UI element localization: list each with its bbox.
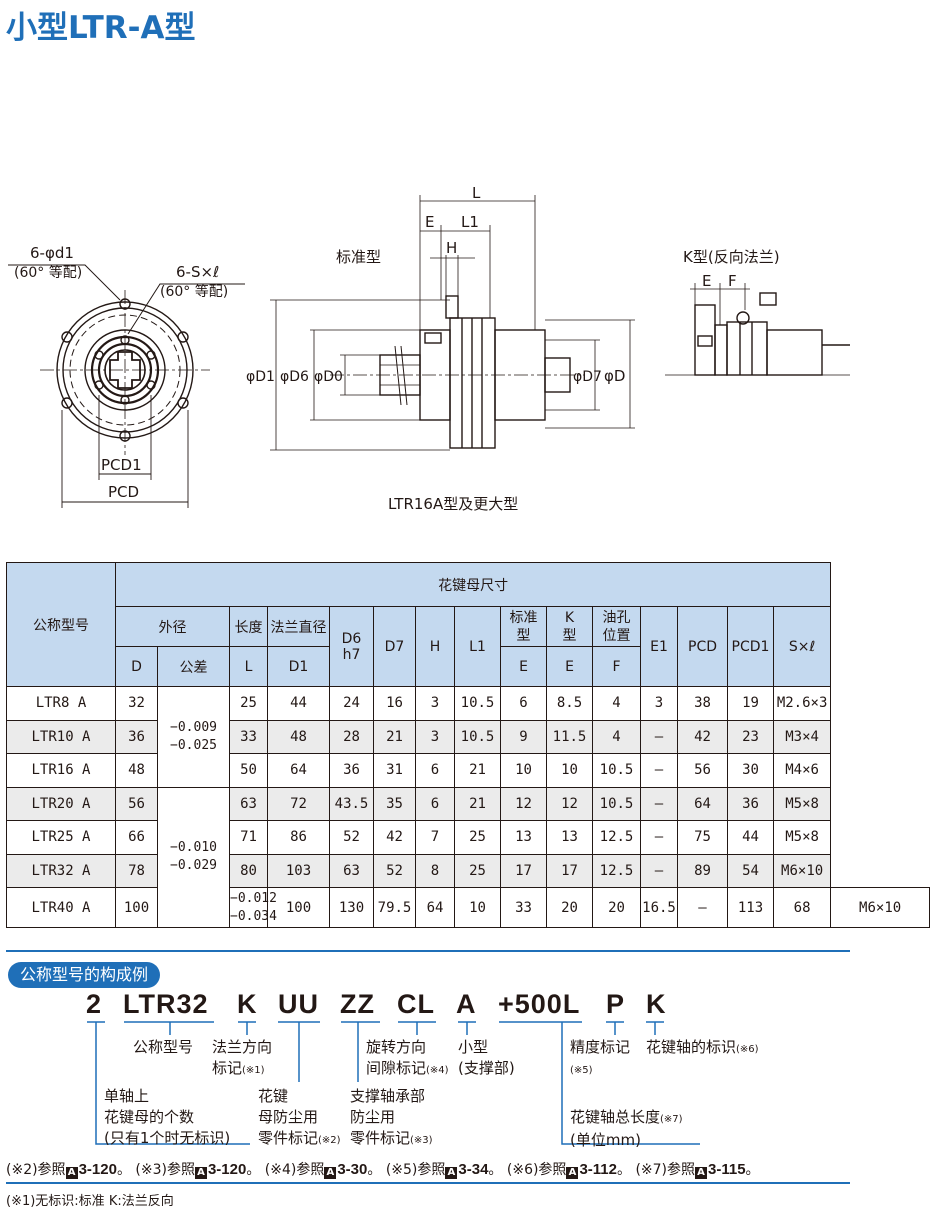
label-accuracy: 精度标记(※5) — [570, 1038, 631, 1076]
front-label-6d1-note: (60° 等配) — [14, 264, 82, 281]
header-D1: D1 — [267, 646, 330, 687]
side-caption: LTR16A型及更大型 — [388, 495, 518, 513]
front-view — [8, 264, 245, 508]
header-PCD: PCD — [677, 606, 728, 687]
technical-drawing: 6-φd1 (60° 等配) 6-S×ℓ (60° 等配) PCD1 PCD 标… — [8, 184, 850, 513]
section-rule — [6, 950, 850, 952]
front-label-6s-note: (60° 等配) — [160, 283, 228, 300]
header-L1: L1 — [454, 606, 501, 687]
label-bearing-seal: 支撑轴承部防尘用零件标记(※3) — [350, 1087, 433, 1147]
code-length: +500L — [498, 989, 581, 1019]
header-model: 公称型号 — [6, 562, 116, 687]
k-type-dim-E: E — [702, 272, 711, 290]
side-dim-E: E — [425, 213, 434, 231]
code-seal: UU — [278, 989, 319, 1019]
side-dim-L1: L1 — [461, 213, 479, 231]
side-dim-D6: φD6 — [280, 369, 309, 385]
code-bearing-seal: ZZ — [340, 989, 375, 1019]
header-D7: D7 — [373, 606, 416, 687]
ref-box-icon: A — [324, 1167, 337, 1179]
code-small: A — [456, 989, 477, 1019]
tolerance-cell: −0.012−0.034 — [229, 887, 277, 928]
header-E-k: E — [546, 646, 593, 687]
side-dim-H: H — [446, 239, 457, 257]
label-backlash: 旋转方向间隙标记(※4) — [366, 1038, 449, 1077]
table-row: LTR16 A 48 50 64 36 31 6 21 10 10 10.5 —… — [6, 753, 930, 788]
header-group: 花键母尺寸 — [114, 562, 832, 607]
header-outer-dia: 外径 — [115, 606, 230, 647]
header-D: D — [115, 646, 158, 687]
front-label-pcd1: PCD1 — [101, 456, 142, 474]
header-E1: E1 — [640, 606, 678, 687]
page-title: 小型LTR-A型 — [6, 10, 196, 46]
label-count: 单轴上花键母的个数(只有1个时无标识) — [104, 1087, 231, 1147]
footnote: (※1)无标识:标准 K:法兰反向 — [6, 1194, 174, 1209]
code-accuracy: P — [606, 989, 626, 1019]
ref-box-icon: A — [194, 1167, 207, 1179]
k-type-dim-F: F — [728, 272, 737, 290]
side-std-label: 标准型 — [336, 248, 381, 266]
k-type-view — [665, 283, 850, 376]
header-SxL: S×ℓ — [772, 606, 832, 687]
label-shaft-mark: 花键轴的标识(※6) — [646, 1038, 759, 1056]
connector-lines — [87, 1021, 700, 1145]
code-backlash: CL — [397, 989, 435, 1019]
label-seal: 花键母防尘用零件标记(※2) — [258, 1087, 341, 1147]
side-dim-D7: φD7 — [573, 369, 602, 385]
header-k-type: K型 — [546, 606, 593, 647]
label-flange-dir: 法兰方向标记(※1) — [212, 1038, 273, 1077]
header-length: 长度 — [229, 606, 268, 647]
table-row: LTR32 A 78 80 103 63 52 8 25 17 17 12.5 … — [6, 853, 930, 888]
header-flange-dia: 法兰直径 — [267, 606, 330, 647]
side-view — [270, 195, 635, 451]
table-row: LTR40 A 100 −0.012−0.034 100 130 79.5 64… — [6, 887, 930, 928]
ref-box-icon: A — [695, 1167, 707, 1179]
side-dim-D: φD — [604, 367, 625, 385]
table-row: LTR8 A 32 −0.009−0.025 25 44 24 16 3 10.… — [6, 686, 930, 788]
front-label-pcd: PCD — [108, 483, 139, 501]
code-shaft: K — [646, 989, 667, 1019]
ref-box-icon: A — [566, 1167, 579, 1179]
front-label-6s: 6-S×ℓ — [176, 263, 219, 281]
header-F: F — [592, 646, 641, 687]
side-dim-D0: φD0 — [314, 369, 343, 385]
header-L: L — [229, 646, 268, 687]
header-E-std: E — [500, 646, 547, 687]
table-row: LTR25 A 66 71 86 52 42 7 25 13 13 12.5 —… — [6, 820, 930, 855]
tolerance-cell: −0.009−0.025 — [157, 686, 230, 788]
code-flange: K — [237, 989, 258, 1019]
code-model: LTR32 — [123, 989, 209, 1019]
ref-box-icon: A — [65, 1167, 78, 1179]
table-row: LTR10 A 36 33 48 28 21 3 10.5 9 11.5 4 —… — [6, 719, 930, 754]
side-dim-L: L — [472, 184, 481, 202]
header-oil-hole: 油孔位置 — [592, 606, 641, 647]
label-model: 公称型号 — [133, 1038, 194, 1056]
label-total-length: 花键轴总长度(※7)(单位mm) — [570, 1108, 683, 1149]
header-PCD1: PCD1 — [727, 606, 774, 687]
table-row: LTR20 A 56 −0.010−0.029 63 72 43.5 35 6 … — [6, 786, 930, 928]
front-label-6d1: 6-φd1 — [30, 244, 74, 262]
code-count: 2 — [86, 989, 103, 1019]
footer-rule — [6, 1182, 850, 1184]
tolerance-cell: −0.010−0.029 — [157, 786, 230, 928]
ref-box-icon: A — [445, 1167, 458, 1179]
header-std-type: 标准型 — [500, 606, 547, 647]
side-dim-D1: φD1 — [246, 369, 275, 385]
k-type-label: K型(反向法兰) — [683, 248, 780, 266]
header-H: H — [415, 606, 455, 687]
section-title: 公称型号的构成例 — [8, 962, 161, 988]
label-small: 小型(支撑部) — [458, 1038, 515, 1077]
header-tolerance: 公差 — [157, 646, 230, 687]
